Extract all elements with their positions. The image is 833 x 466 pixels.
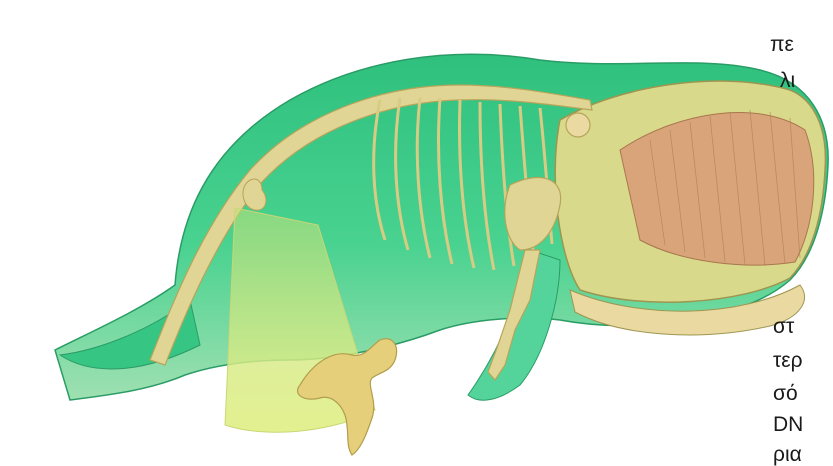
text-fragment-bottom-2: τερ <box>773 350 803 371</box>
text-fragment-bottom-4: DN <box>773 414 803 435</box>
text-fragment-bottom-3: σό <box>773 383 798 404</box>
text-fragment-top-2: λι <box>780 70 795 91</box>
baleen-plates <box>620 113 814 265</box>
text-fragment-bottom-5: ρια <box>773 444 802 465</box>
text-fragment-top-1: πε <box>770 34 794 55</box>
text-fragment-bottom-1: στ <box>773 316 794 337</box>
